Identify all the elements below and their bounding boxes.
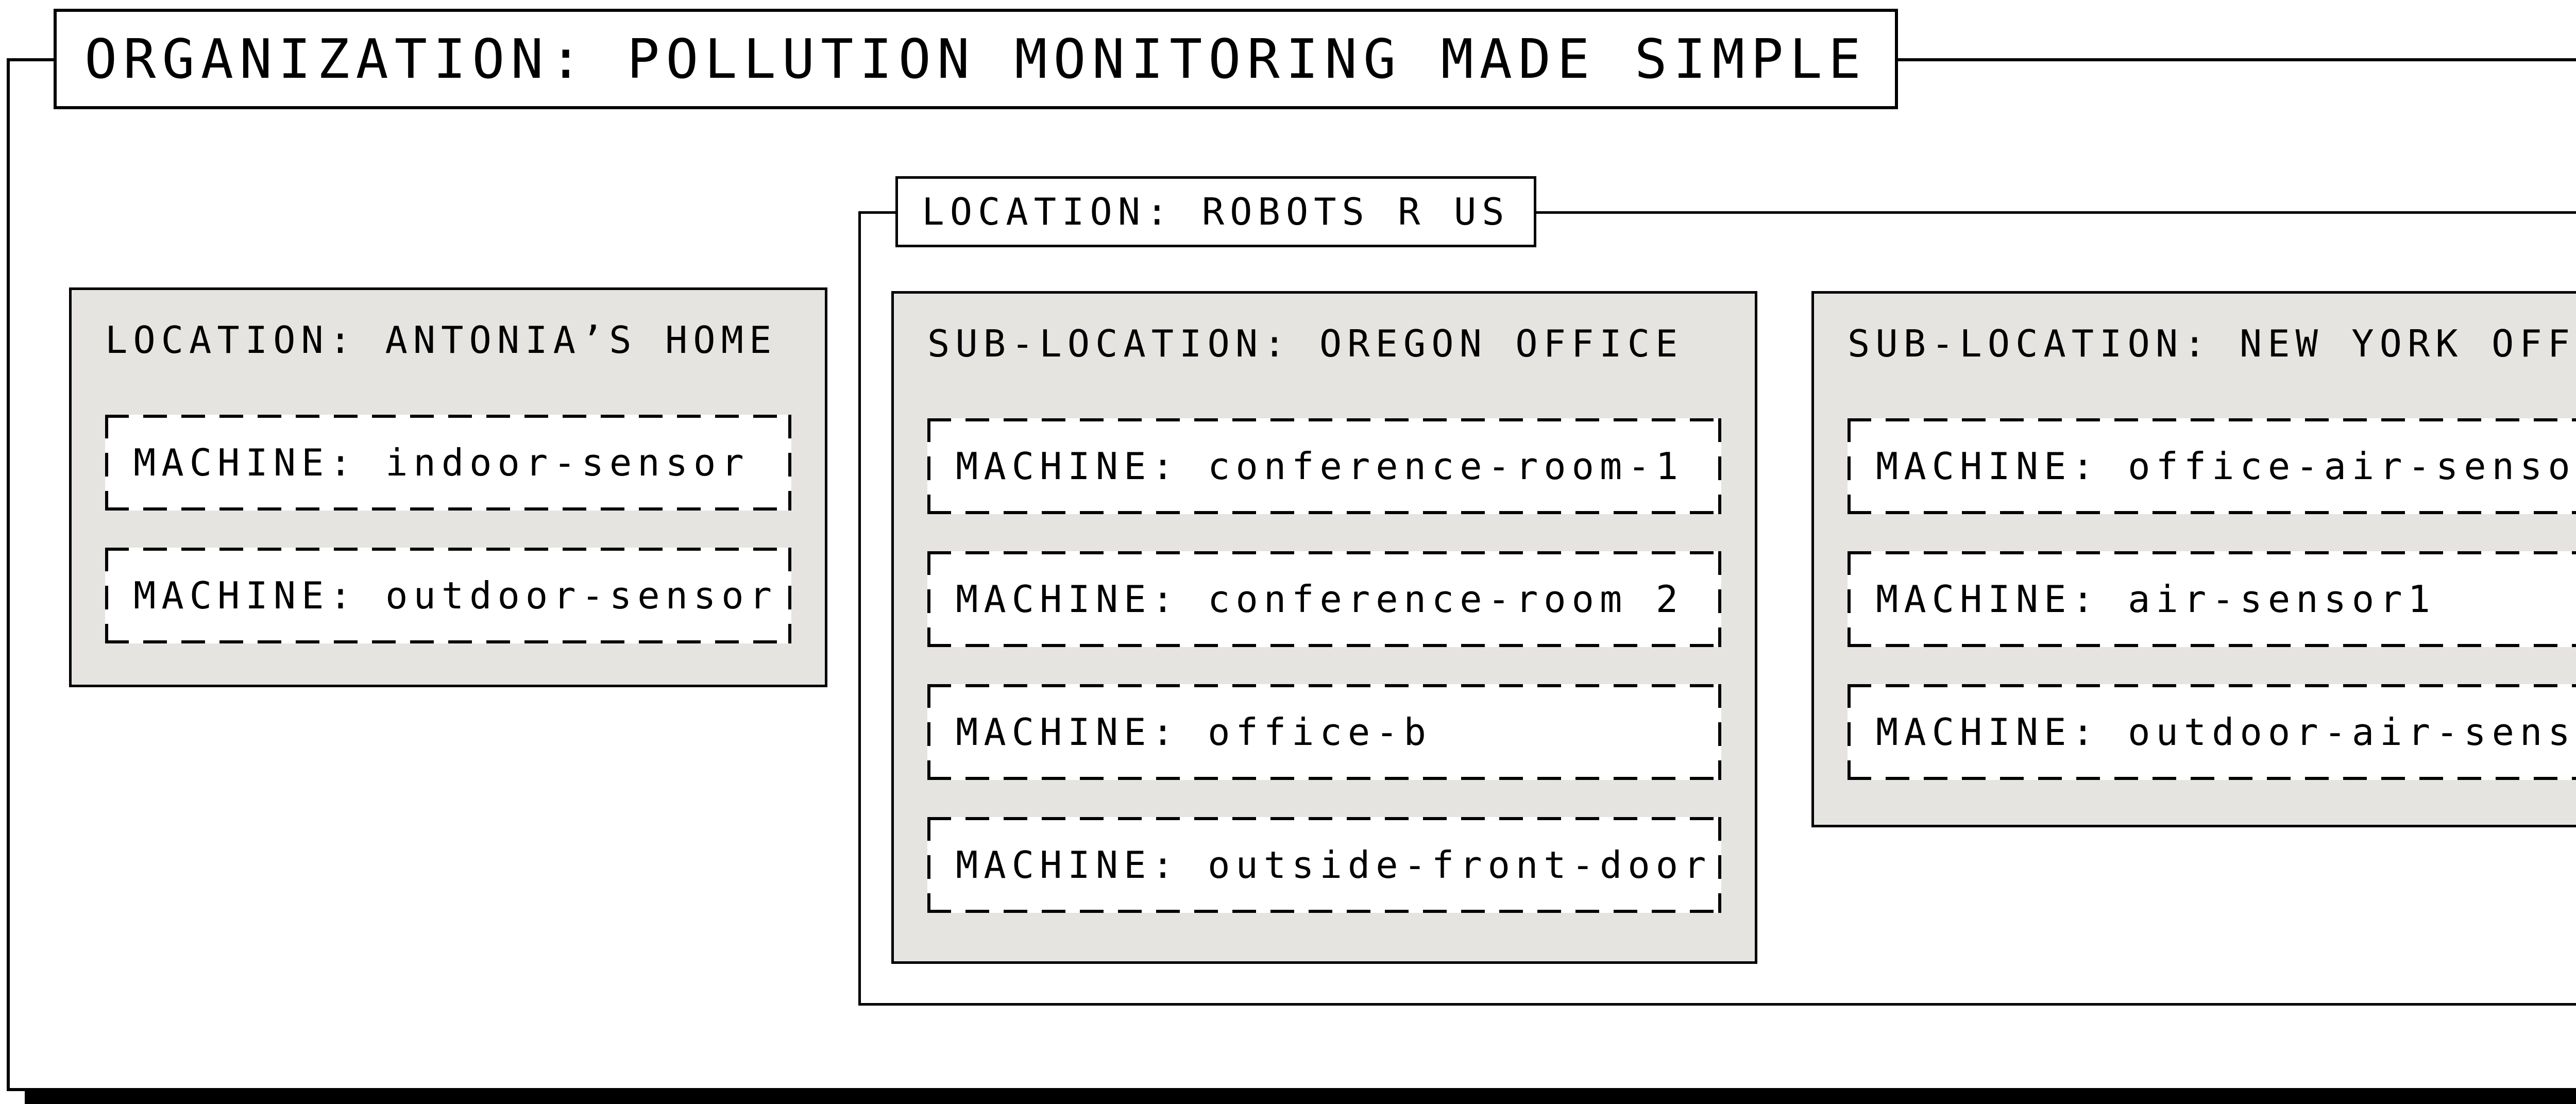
organization-label-tab: ORGANIZATION: POLLUTION MONITORING MADE … <box>54 9 1898 109</box>
machine-row-outdoor-air-sensor: MACHINE: outdoor-air-sensor <box>1848 684 2576 780</box>
location-box-robots-r-us: LOCATION: ROBOTS R US SUB-LOCATION: OREG… <box>858 176 2576 1006</box>
machine-label: MACHINE: outside-front-door <box>956 843 1712 887</box>
machine-label: MACHINE: air-sensor1 <box>1876 578 2436 621</box>
machine-label: MACHINE: outdoor-sensor <box>133 574 777 617</box>
machine-label: MACHINE: indoor-sensor <box>133 441 750 484</box>
machine-label: MACHINE: conference-room 2 <box>956 578 1684 621</box>
machine-label: MACHINE: outdoor-air-sensor <box>1876 710 2576 754</box>
machine-label: MACHINE: office-air-sensor <box>1876 445 2576 488</box>
sub-location-label-new-york-office: SUB-LOCATION: NEW YORK OFFICE <box>1848 322 2576 365</box>
machine-row-indoor-sensor: MACHINE: indoor-sensor <box>105 415 791 511</box>
machine-row-air-sensor1: MACHINE: air-sensor1 <box>1848 551 2576 647</box>
machine-row-outdoor-sensor: MACHINE: outdoor-sensor <box>105 548 791 643</box>
location-box-antonias-home: LOCATION: ANTONIA’S HOME MACHINE: indoor… <box>69 287 827 687</box>
machine-label: MACHINE: conference-room-1 <box>956 445 1684 488</box>
machine-label: MACHINE: office-b <box>956 710 1432 754</box>
organization-title: ORGANIZATION: POLLUTION MONITORING MADE … <box>84 27 1867 91</box>
sub-location-box-oregon-office: SUB-LOCATION: OREGON OFFICE MACHINE: con… <box>891 291 1757 964</box>
organization-box: ORGANIZATION: POLLUTION MONITORING MADE … <box>7 9 2576 1091</box>
location-label-antonias-home: LOCATION: ANTONIA’S HOME <box>105 318 777 362</box>
machine-row-conference-room-1: MACHINE: conference-room-1 <box>927 418 1721 514</box>
machine-row-outside-front-door: MACHINE: outside-front-door <box>927 817 1721 913</box>
sub-location-label-oregon-office: SUB-LOCATION: OREGON OFFICE <box>927 322 1684 365</box>
location-label-robots-r-us: LOCATION: ROBOTS R US <box>922 190 1510 233</box>
machine-row-office-air-sensor: MACHINE: office-air-sensor <box>1848 418 2576 514</box>
machine-row-office-b: MACHINE: office-b <box>927 684 1721 780</box>
location-label-tab-robots-r-us: LOCATION: ROBOTS R US <box>895 176 1536 247</box>
machine-row-conference-room-2: MACHINE: conference-room 2 <box>927 551 1721 647</box>
sub-location-box-new-york-office: SUB-LOCATION: NEW YORK OFFICE MACHINE: o… <box>1811 291 2576 827</box>
